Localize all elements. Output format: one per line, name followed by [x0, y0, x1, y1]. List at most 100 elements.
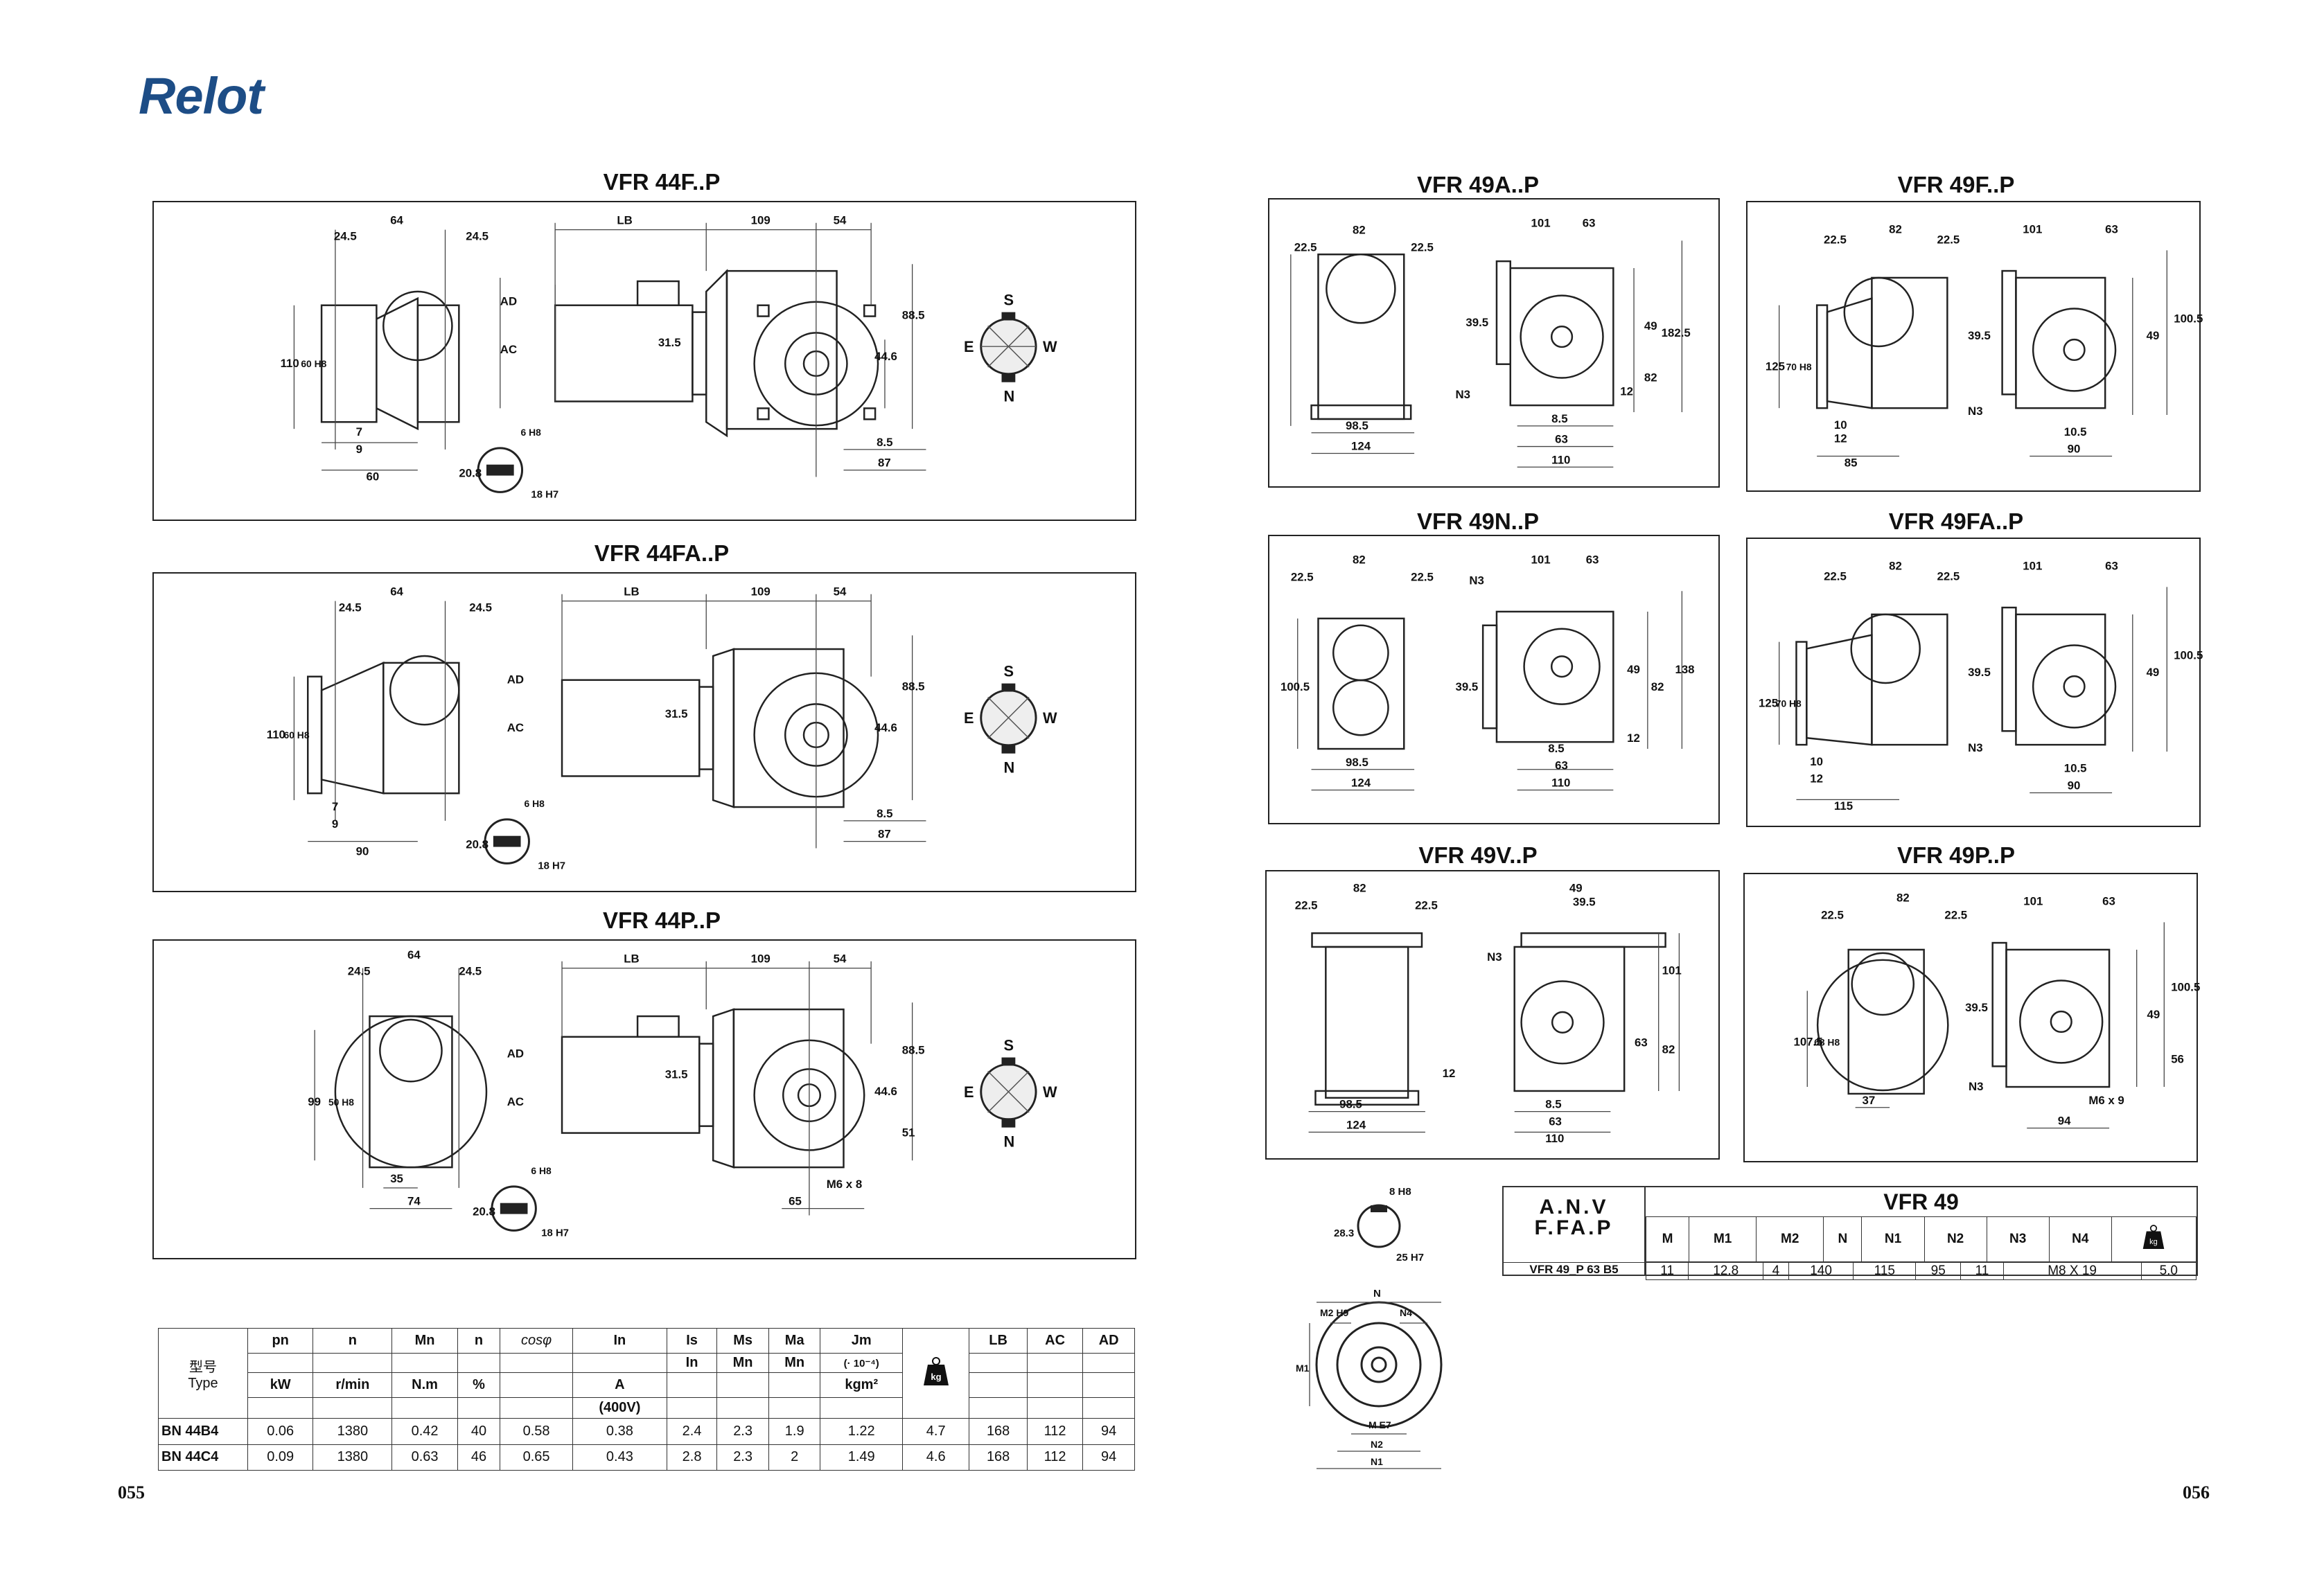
col-header: cosφ [500, 1328, 573, 1354]
unit-header: kgm² [820, 1372, 903, 1398]
svg-text:124: 124 [1346, 1118, 1366, 1131]
compass-n: N [1003, 759, 1014, 776]
svg-text:101: 101 [1662, 964, 1682, 977]
col-subheader: Mn [768, 1353, 821, 1373]
svg-text:39.5: 39.5 [1965, 1001, 1988, 1014]
dim: 7 [356, 425, 362, 438]
dim: 60 H8 [284, 729, 310, 741]
compass-s: S [1003, 663, 1014, 680]
svg-text:70 H8: 70 H8 [1786, 362, 1812, 373]
dim: 20.8 [466, 838, 488, 851]
svg-text:M1: M1 [1296, 1363, 1310, 1374]
dim: 50 H8 [328, 1097, 354, 1108]
dim: 31.5 [658, 336, 681, 349]
svg-text:22.5: 22.5 [1415, 898, 1438, 912]
dim: 87 [878, 828, 891, 841]
dim: AD [500, 295, 517, 308]
compass-e: E [964, 1083, 974, 1101]
svg-text:N1: N1 [1371, 1456, 1383, 1467]
col-header: Is [666, 1328, 718, 1354]
dim: 51 [902, 1126, 915, 1140]
diagram-title: VFR 49P..P [1897, 842, 2015, 868]
svg-text:M2 H9: M2 H9 [1320, 1307, 1348, 1318]
svg-text:kg: kg [931, 1372, 941, 1382]
svg-text:98.5: 98.5 [1339, 1098, 1362, 1111]
dim: 6 H8 [521, 427, 542, 438]
svg-text:110: 110 [1551, 777, 1570, 790]
dim: 24.5 [334, 230, 357, 243]
dim: 88.5 [902, 680, 925, 693]
diagram-title: VFR 49F..P [1897, 172, 2015, 197]
dim: 6 H8 [525, 798, 545, 809]
drawing-panel-vfr44p: S N E W 64 24.5 24.5 LB 109 54 AD AC 31.… [152, 939, 1136, 1259]
svg-text:82: 82 [1353, 882, 1366, 895]
dim: 88.5 [902, 309, 925, 322]
svg-text:22.5: 22.5 [1294, 240, 1317, 254]
dim: LB [624, 952, 639, 966]
unit-header: kW [247, 1372, 314, 1398]
drawing-panel-vfr49n: 82 22.5 22.5 101 63 N3 100.5 39.5 49 82 … [1268, 535, 1720, 824]
svg-text:22.5: 22.5 [1824, 233, 1847, 246]
dim: 44.6 [874, 350, 897, 363]
drawing-panel-vfr49a: 82 22.5 22.5 101 63 39.5 49 182.5 12 82 … [1268, 198, 1720, 488]
svg-text:82: 82 [1651, 680, 1664, 693]
col-header: AD [1082, 1328, 1135, 1354]
drawing-panel-vfr44f: S N E W 64 24.5 24.5 LB 109 54 AD AC 31.… [152, 201, 1136, 521]
svg-text:M6 x 9: M6 x 9 [2088, 1094, 2124, 1107]
svg-text:49: 49 [2147, 329, 2160, 342]
svg-text:12: 12 [1627, 732, 1640, 745]
dim: 109 [751, 214, 771, 227]
svg-text:12: 12 [1834, 432, 1847, 445]
col-header: Jm [820, 1328, 903, 1354]
vfr49a-drawing: 82 22.5 22.5 101 63 39.5 49 182.5 12 82 … [1290, 217, 1691, 468]
svg-text:10.5: 10.5 [2064, 425, 2087, 438]
page-number: 056 [2183, 1482, 2210, 1502]
svg-text:25 H7: 25 H7 [1396, 1252, 1424, 1264]
svg-text:98.5: 98.5 [1346, 756, 1368, 769]
dim: 20.8 [459, 467, 482, 480]
svg-text:182.5: 182.5 [1662, 326, 1691, 339]
svg-text:N4: N4 [1400, 1307, 1412, 1318]
dim: 110 [281, 357, 299, 370]
svg-text:49: 49 [1569, 882, 1583, 895]
svg-text:49: 49 [1644, 319, 1657, 333]
col-header: pn [247, 1328, 314, 1354]
col-header: n [312, 1328, 393, 1354]
svg-text:22.5: 22.5 [1411, 240, 1434, 254]
svg-text:70 H8: 70 H8 [1776, 698, 1802, 709]
diagram-title: VFR 49FA..P [1888, 508, 2024, 534]
dim: 99 [308, 1095, 321, 1108]
svg-text:M E7: M E7 [1368, 1419, 1391, 1430]
svg-text:100.5: 100.5 [2171, 980, 2200, 993]
svg-text:82: 82 [1889, 223, 1902, 236]
dim: 60 H8 [301, 358, 326, 369]
unit-header: N.m [391, 1372, 458, 1398]
svg-text:107.5: 107.5 [1793, 1036, 1822, 1049]
svg-text:28.3: 28.3 [1334, 1227, 1354, 1239]
svg-text:39.5: 39.5 [1968, 329, 1991, 342]
dim: 60 [367, 470, 380, 483]
drawing-panel-vfr49f: 82 22.5 22.5 101 63 125 70 H8 39.5 49 10… [1746, 201, 2203, 492]
drawing-panel-vfr49fa: 82 22.5 22.5 101 63 125 70 H8 39.5 49 10… [1746, 538, 2203, 827]
dim: 90 [356, 844, 369, 858]
svg-text:68 H8: 68 H8 [1814, 1037, 1840, 1048]
diagram-title: VFR 49V..P [1418, 842, 1538, 868]
svg-text:N3: N3 [1456, 388, 1471, 401]
table-labels: A.N.V F.FA.P [1504, 1187, 1646, 1262]
col-header: AC [1026, 1328, 1084, 1354]
svg-text:82: 82 [1644, 371, 1657, 384]
svg-text:101: 101 [2023, 895, 2043, 908]
dim: 54 [834, 952, 847, 966]
col-header: In [572, 1328, 667, 1354]
vfr44f-drawing: S N E W 64 24.5 24.5 LB 109 54 AD AC 31.… [281, 214, 1057, 501]
dim: 31.5 [665, 1067, 688, 1081]
svg-text:100.5: 100.5 [1280, 680, 1310, 693]
col-header: LB [969, 1328, 1028, 1354]
diagram-title: VFR 44F..P [603, 169, 721, 195]
svg-text:22.5: 22.5 [1821, 908, 1844, 921]
col-header: Ms [716, 1328, 769, 1354]
col-subheader: (· 10⁻⁴) [820, 1353, 903, 1373]
svg-text:63: 63 [1586, 553, 1599, 567]
vfr49f-drawing: 82 22.5 22.5 101 63 125 70 H8 39.5 49 10… [1766, 223, 2203, 470]
